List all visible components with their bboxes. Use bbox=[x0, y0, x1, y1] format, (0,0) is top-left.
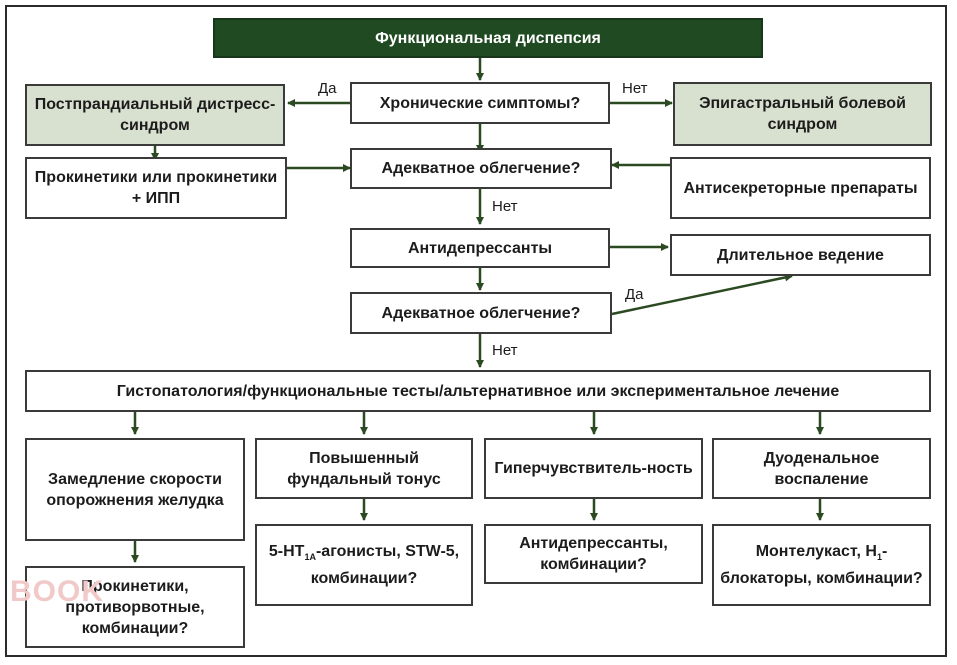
antidepressants-box: Антидепрессанты bbox=[350, 228, 610, 268]
watermark-logo: BOOK bbox=[10, 575, 104, 608]
title-box: Функциональная диспепсия bbox=[213, 18, 763, 58]
label-no-relief-2: Нет bbox=[492, 342, 518, 359]
branch1-treatment-text: Прокинетики, противорвотные, комбинации? bbox=[65, 577, 205, 637]
branch1-treatment-box: Прокинетики, противорвотные, комбинации? bbox=[25, 566, 245, 648]
branch1-head-box: Замедление скорости опорожнения желудка bbox=[25, 438, 245, 541]
branch3-head-text: Гиперчувствитель-ность bbox=[494, 460, 693, 477]
branch2-head-text: Повышенный фундальный тонус bbox=[287, 449, 441, 488]
label-no-relief-1: Нет bbox=[492, 198, 518, 215]
adequate-relief-text-1: Адекватное облегчение? bbox=[381, 160, 581, 177]
diagram-frame bbox=[5, 5, 947, 657]
eps-text: Эпигастральный болевой синдром bbox=[699, 95, 906, 133]
branch2-head-box: Повышенный фундальный тонус bbox=[255, 438, 473, 499]
long-term-box: Длительное ведение bbox=[670, 234, 931, 276]
arrow-relief2-yes-to-longterm bbox=[611, 273, 793, 316]
chronic-symptoms-box: Хронические симптомы? bbox=[350, 82, 610, 124]
prokinetics-text: Прокинетики или прокинетики + ИПП bbox=[34, 169, 278, 207]
label-yes-chronic: Да bbox=[318, 80, 337, 97]
branch2-treatment-text: 5-HT1A-агонисты, STW-5, комбинации? bbox=[268, 542, 460, 588]
histopathology-box: Гистопатология/функциональные тесты/альт… bbox=[25, 370, 931, 412]
histopathology-text: Гистопатология/функциональные тесты/альт… bbox=[116, 382, 840, 400]
eps-box: Эпигастральный болевой синдром bbox=[673, 82, 932, 146]
long-term-text: Длительное ведение bbox=[717, 246, 884, 264]
chronic-symptoms-text: Хронические симптомы? bbox=[379, 94, 581, 112]
title-text: Функциональная диспепсия bbox=[375, 29, 601, 47]
branch3-treatment-text: Антидепрессанты, комбинации? bbox=[519, 535, 668, 573]
branch4-head-text: Дуоденальное воспаление bbox=[763, 449, 880, 488]
branch4-treatment-text: Монтелукаст, H1-блокаторы, комбинации? bbox=[720, 542, 923, 588]
adequate-relief-box-1: Адекватное облегчение? bbox=[350, 148, 612, 189]
branch3-head-box: Гиперчувствитель-ность bbox=[484, 438, 703, 499]
label-yes-relief-2: Да bbox=[625, 286, 644, 303]
prokinetics-box: Прокинетики или прокинетики + ИПП bbox=[25, 157, 287, 219]
antisecretory-box: Антисекреторные препараты bbox=[670, 157, 931, 219]
branch1-head-text: Замедление скорости опорожнения желудка bbox=[46, 470, 224, 509]
adequate-relief-text-2: Адекватное облегчение? bbox=[381, 304, 581, 322]
branch4-treatment-box: Монтелукаст, H1-блокаторы, комбинации? bbox=[712, 524, 931, 606]
antidepressants-text: Антидепрессанты bbox=[407, 239, 553, 257]
pds-text: Постпрандиальный дистресс-синдром bbox=[34, 96, 276, 134]
branch4-head-box: Дуоденальное воспаление bbox=[712, 438, 931, 499]
pds-box: Постпрандиальный дистресс-синдром bbox=[25, 84, 285, 146]
branch2-treatment-box: 5-HT1A-агонисты, STW-5, комбинации? bbox=[255, 524, 473, 606]
branch3-treatment-box: Антидепрессанты, комбинации? bbox=[484, 524, 703, 584]
adequate-relief-box-2: Адекватное облегчение? bbox=[350, 292, 612, 334]
label-no-chronic: Нет bbox=[622, 80, 648, 97]
antisecretory-text: Антисекреторные препараты bbox=[683, 179, 918, 197]
